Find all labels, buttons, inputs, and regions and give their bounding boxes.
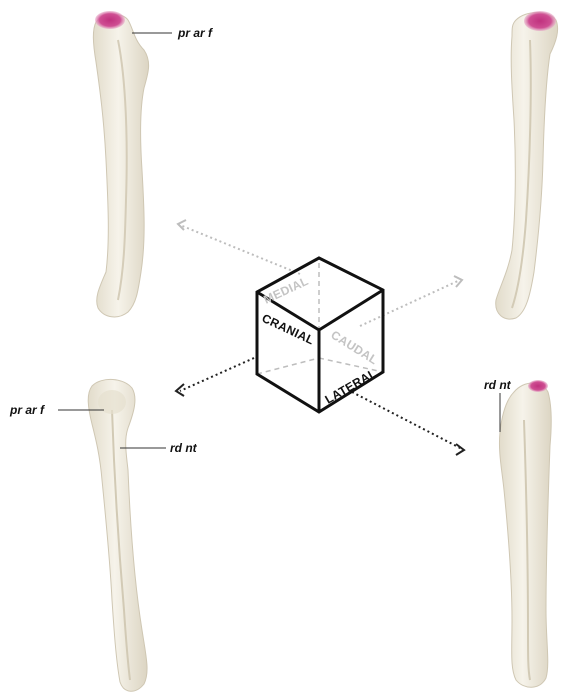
articular-facet-highlight: [524, 11, 556, 31]
orientation-cube: MEDIAL CRANIAL CAUDAL LATERAL: [257, 258, 383, 412]
bone-bottom-left: [88, 379, 147, 691]
cube-visible-edges: [257, 258, 383, 412]
cube-label-cranial: CRANIAL: [260, 311, 317, 347]
cube-label-lateral: LATERAL: [323, 366, 380, 407]
bone-bottom-right-shape: [499, 383, 551, 687]
label-text: rd nt: [484, 378, 512, 392]
label-bottom-left-notch: rd nt: [120, 441, 198, 455]
arrow-upper-left: [178, 220, 300, 274]
articular-facet-highlight: [95, 11, 125, 29]
arrow-lower-right: [352, 392, 464, 455]
label-text: pr ar f: [177, 26, 213, 40]
bone-top-right: [496, 11, 558, 319]
bone-top-right-shape: [496, 13, 558, 320]
cube-label-caudal: CAUDAL: [328, 328, 380, 368]
label-top-left-facet: pr ar f: [132, 26, 213, 40]
arrowhead: [178, 220, 186, 230]
cube-label-medial: MEDIAL: [261, 274, 310, 307]
articular-facet-highlight: [528, 380, 548, 392]
arrow-upper-right: [360, 276, 462, 326]
label-text: pr ar f: [9, 403, 45, 417]
bone-bottom-right: [499, 380, 551, 687]
arrow-lower-left: [176, 358, 254, 396]
bone-top-left: [93, 11, 148, 317]
arrowhead: [456, 444, 464, 455]
label-text: rd nt: [170, 441, 198, 455]
